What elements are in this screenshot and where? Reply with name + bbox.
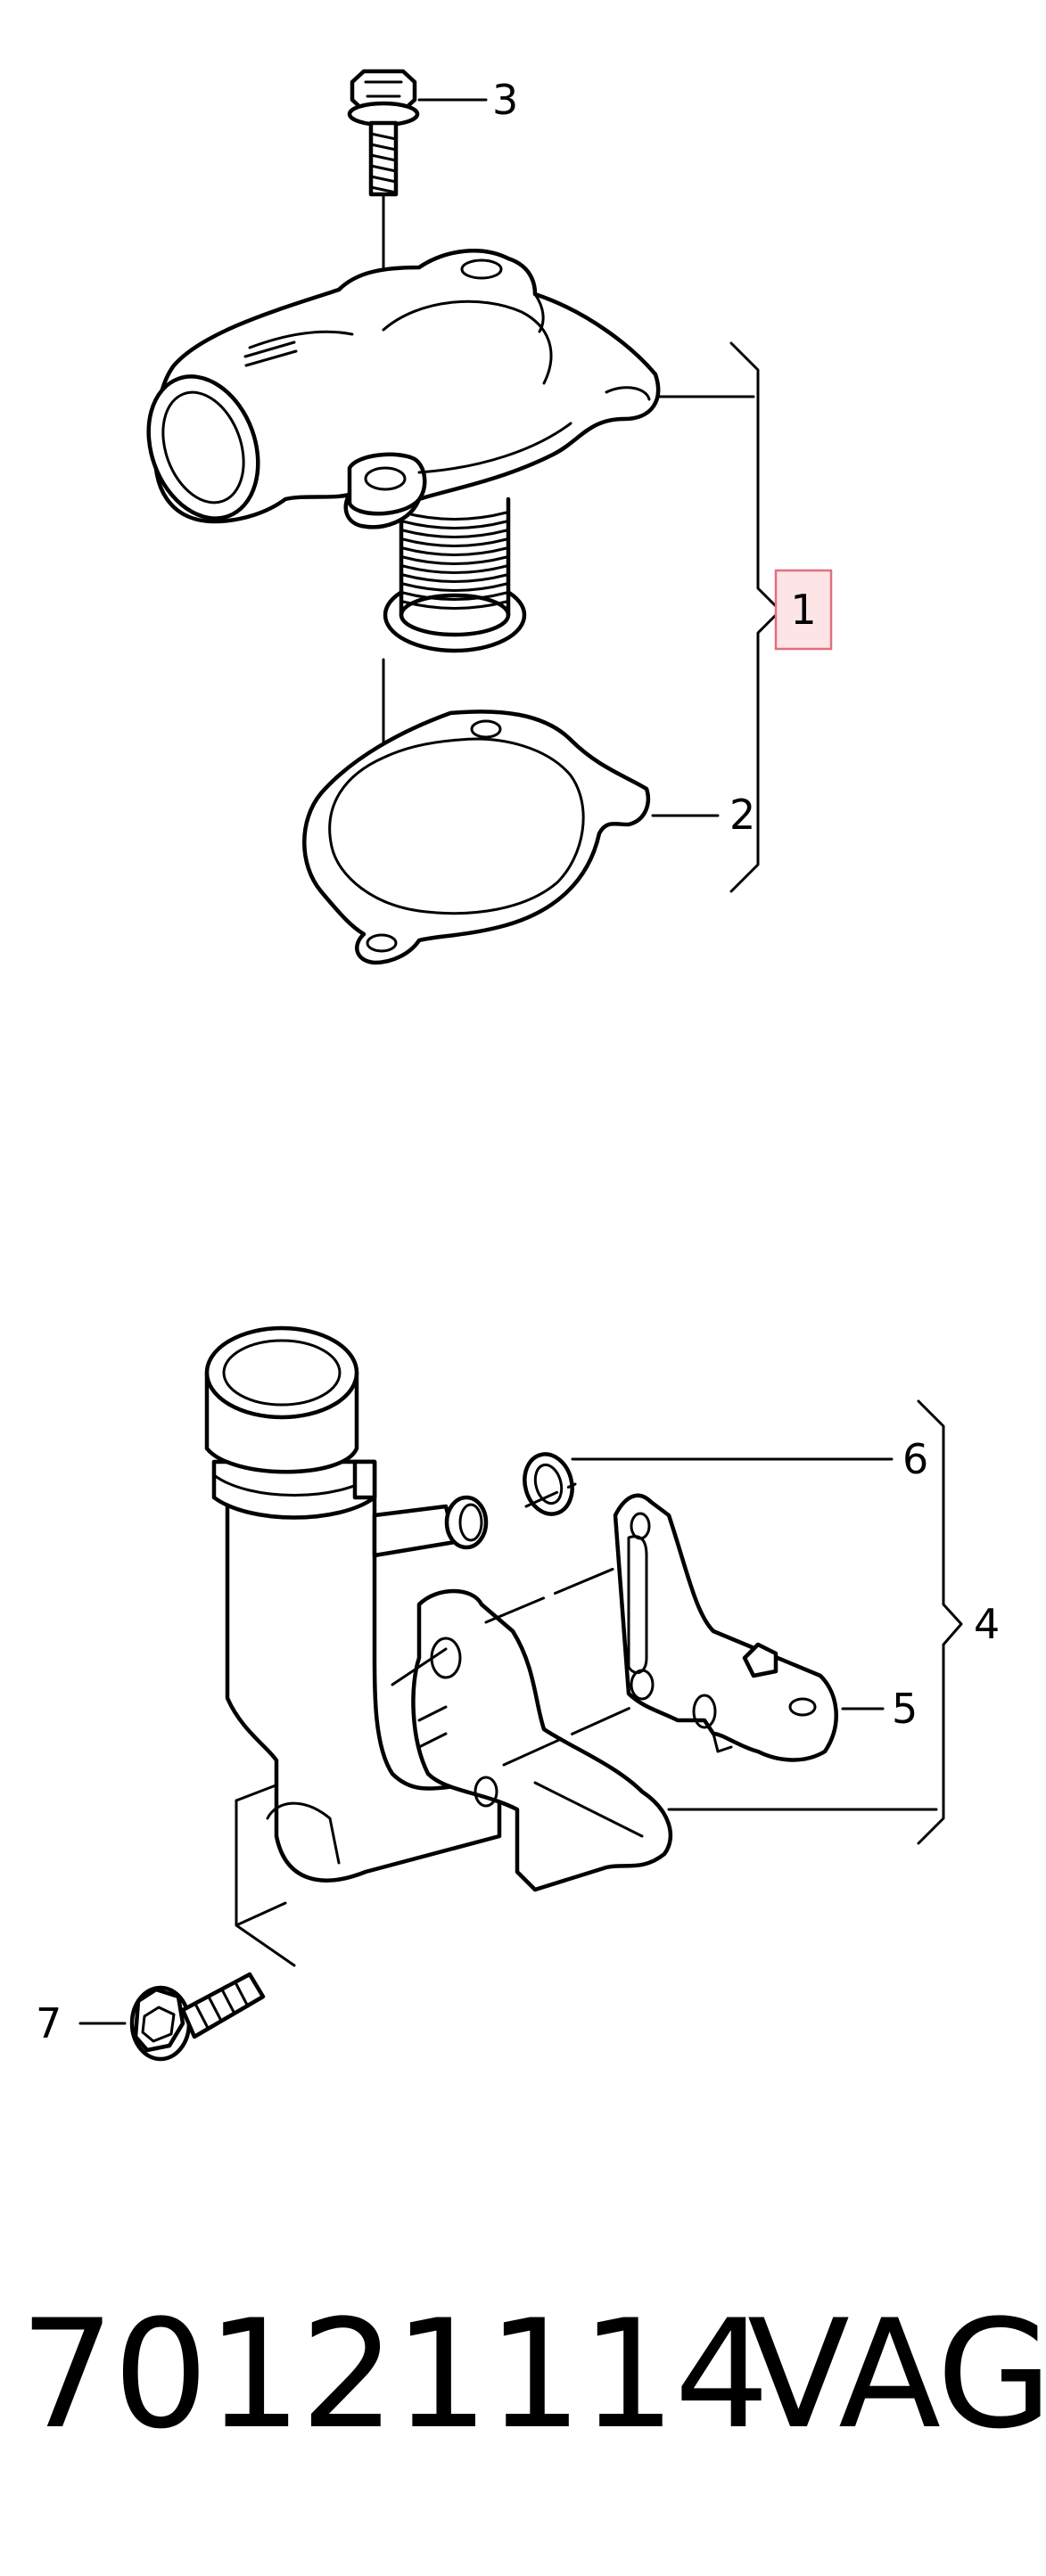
bracket-part-5: [613, 1493, 838, 1762]
callout-2: 2: [729, 791, 755, 839]
callout-1: 1: [790, 586, 816, 634]
callout-6: 6: [902, 1435, 928, 1483]
bolt-part-3: [347, 69, 420, 197]
callout-7: 7: [36, 1999, 62, 2047]
thermostat-element: [383, 495, 527, 653]
brand-name: VAG: [747, 2287, 1046, 2462]
bracket-4: [917, 1399, 963, 1845]
callout-4: 4: [974, 1600, 1000, 1648]
o-ring-part-6: [523, 1452, 574, 1516]
callout-1-highlight: [774, 569, 833, 651]
gasket-hole-top: [470, 719, 502, 739]
housing-bolt-hole: [364, 466, 407, 491]
bolt-part-7: [129, 1972, 266, 2062]
thermostat-assembly-top: [146, 69, 782, 965]
callout-3: 3: [492, 76, 518, 124]
base-plate: [235, 1799, 296, 1967]
gasket-hole-bottom: [366, 933, 398, 953]
callout-5: 5: [892, 1685, 918, 1733]
coolant-pipe: [225, 1459, 502, 1883]
part-number: 70121114: [20, 2287, 770, 2462]
flange-body: [411, 1588, 673, 1892]
footer-caption: 70121114 VAG: [0, 2300, 1046, 2478]
coolant-flange-assembly-bottom: [78, 1325, 963, 2062]
thermostat-housing-part-1: [146, 249, 661, 529]
housing-bolt-hole-top: [460, 258, 503, 280]
gasket-part-2: [302, 710, 651, 965]
